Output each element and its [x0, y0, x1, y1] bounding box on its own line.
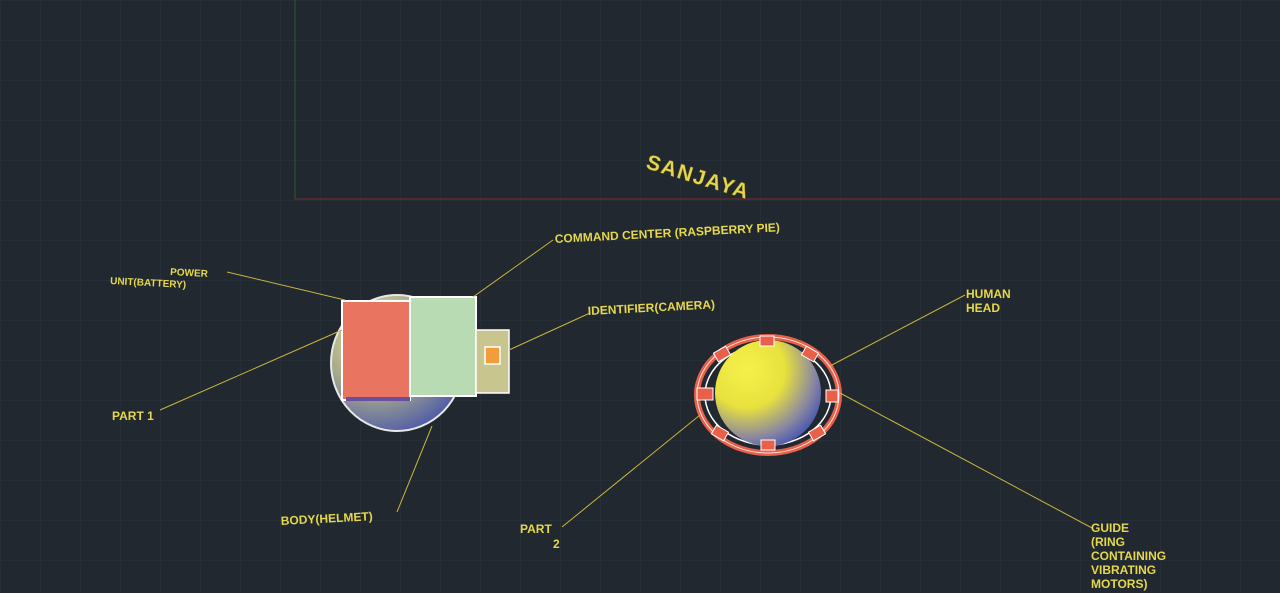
label-human-head-line1: HUMAN — [966, 287, 1011, 301]
leader-lines — [159, 239, 1093, 529]
leader-part1 — [159, 329, 343, 411]
vibrating-motor — [759, 335, 775, 347]
leader-identifier — [508, 312, 591, 351]
label-guide-line5: MOTORS) — [1091, 577, 1147, 591]
battery-block[interactable] — [341, 300, 411, 401]
battery-base-strip — [346, 397, 410, 401]
label-guide-line3: CONTAINING — [1091, 549, 1166, 563]
vibrating-motor — [825, 389, 839, 403]
vibrating-motors — [696, 335, 839, 451]
label-body: BODY(HELMET) — [280, 509, 373, 528]
part1-device[interactable] — [330, 294, 510, 432]
vibrating-motor — [760, 439, 776, 451]
label-part1: PART 1 — [112, 409, 154, 423]
vibrating-motor — [696, 387, 714, 401]
label-guide-line2: (RING — [1091, 535, 1125, 549]
label-guide-line1: GUIDE — [1091, 521, 1129, 535]
vibrating-motor — [710, 424, 730, 442]
vibrating-motor — [712, 345, 732, 363]
leader-guide — [839, 392, 1093, 529]
camera-lens[interactable] — [484, 346, 501, 365]
label-identifier: IDENTIFIER(CAMERA) — [587, 297, 715, 318]
label-human-head-line2: HEAD — [966, 301, 1000, 315]
vibrating-motor — [807, 424, 827, 442]
label-guide-line4: VIBRATING — [1091, 563, 1156, 577]
label-power-unit-line2: UNIT(BATTERY) — [110, 276, 187, 291]
leader-command-center — [472, 239, 554, 298]
label-power-unit-line1: POWER — [170, 267, 209, 280]
leader-part2 — [561, 414, 701, 528]
label-part2-line2: 2 — [553, 537, 560, 551]
leader-power-unit — [226, 271, 346, 301]
part2-device[interactable] — [694, 334, 842, 456]
label-part2-line1: PART — [520, 522, 552, 536]
vibrating-motor — [800, 345, 820, 363]
human-head-sphere[interactable] — [715, 340, 821, 446]
leader-human-head — [829, 294, 966, 367]
leader-body — [396, 425, 433, 513]
raspberry-pi-block[interactable] — [409, 296, 477, 397]
